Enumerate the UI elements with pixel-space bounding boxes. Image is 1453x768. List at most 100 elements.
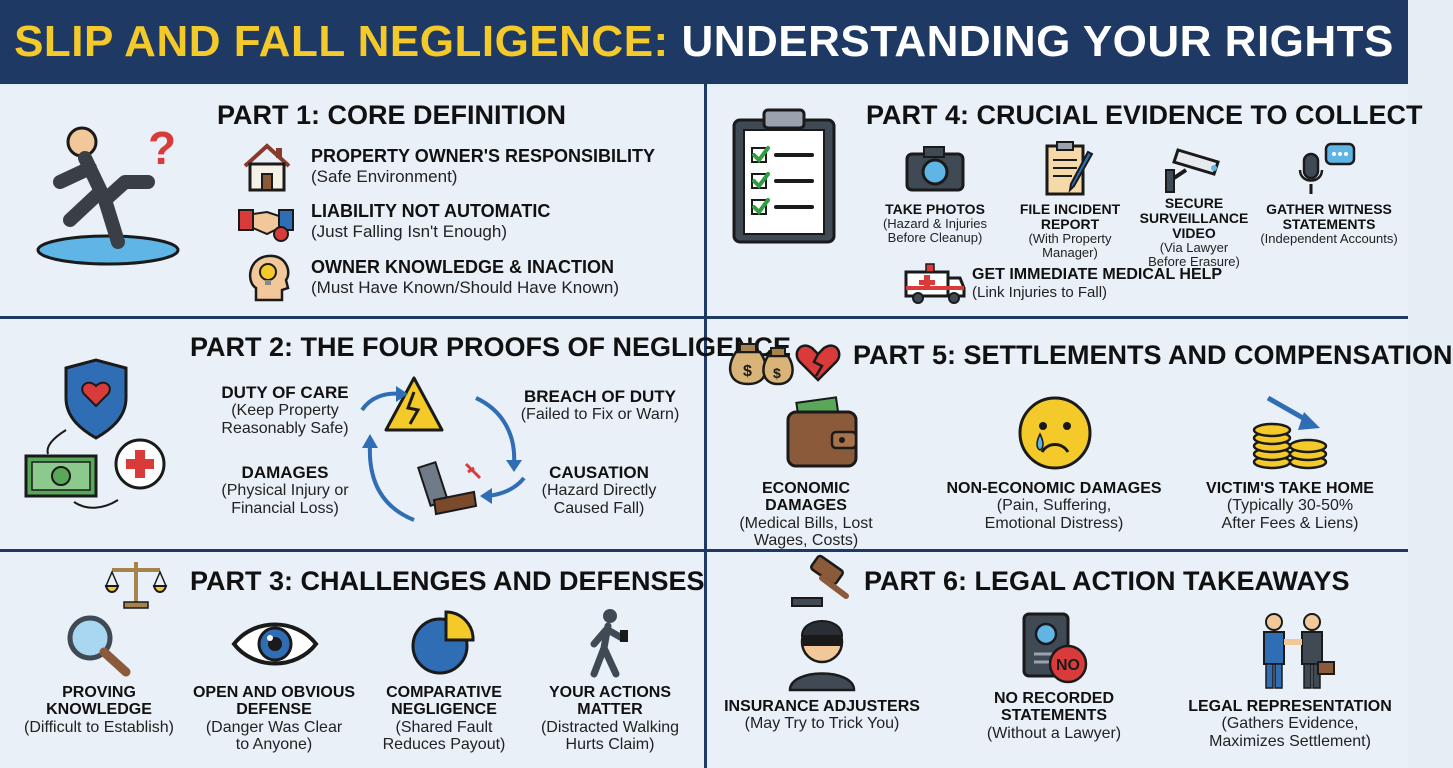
- part1-title: PART 1: CORE DEFINITION: [217, 100, 567, 130]
- part4-item-report: FILE INCIDENT REPORT (With Property Mana…: [1005, 201, 1135, 261]
- part1-item-2-heading: LIABILITY NOT AUTOMATIC: [311, 201, 551, 221]
- negligence-cycle-diagram: [356, 368, 532, 528]
- part5-item-economic-sub: (Medical Bills, Lost Wages, Costs): [739, 514, 873, 549]
- proof-causation-heading: CAUSATION: [549, 463, 649, 482]
- part1-item-1-heading: PROPERTY OWNER'S RESPONSIBILITY: [311, 146, 655, 166]
- part4-title: PART 4: CRUCIAL EVIDENCE TO COLLECT: [866, 100, 1423, 130]
- part3-item-openobvious-sub: (Danger Was Clear to Anyone): [205, 718, 343, 753]
- part4-item-witness-sub: (Independent Accounts): [1260, 231, 1398, 247]
- part4-item-witness-heading: GATHER WITNESS STATEMENTS: [1266, 201, 1392, 233]
- part5-item-noneconomic: NON-ECONOMIC DAMAGES (Pain, Suffering, E…: [944, 480, 1164, 532]
- gavel-icon: [790, 554, 854, 608]
- part3-item-actions-sub: (Distracted Walking Hurts Claim): [540, 718, 680, 753]
- svg-text:$: $: [773, 365, 781, 381]
- part5-item-takehome: VICTIM'S TAKE HOME (Typically 30-50% Aft…: [1200, 480, 1380, 532]
- part1-item-3: OWNER KNOWLEDGE & INACTION (Must Have Kn…: [311, 257, 619, 298]
- part2-title: PART 2: THE FOUR PROOFS OF NEGLIGENCE: [190, 332, 792, 362]
- no-recorder-icon: NO: [1020, 612, 1090, 686]
- proof-causation-sub: (Hazard Directly Caused Fall): [541, 482, 657, 517]
- proof-breach-heading: BREACH OF DUTY: [523, 387, 677, 406]
- part3-item-knowledge: PROVING KNOWLEDGE (Difficult to Establis…: [14, 684, 184, 736]
- part5-item-economic: ECONOMIC DAMAGES (Medical Bills, Lost Wa…: [726, 480, 886, 549]
- proof-damages-sub: (Physical Injury or Financial Loss): [221, 482, 349, 517]
- wallet-icon: [784, 396, 860, 472]
- part4-item-video: SECURE SURVEILLANCE VIDEO (Via Lawyer Be…: [1128, 195, 1260, 270]
- magnifier-icon: [64, 612, 134, 678]
- part4-item-video-heading: SECURE SURVEILLANCE VIDEO: [1139, 195, 1249, 242]
- duty-cycle-illustration: [22, 358, 172, 520]
- proof-breach: BREACH OF DUTY (Failed to Fix or Warn): [510, 387, 690, 424]
- part3-item-knowledge-sub: (Difficult to Establish): [24, 718, 174, 736]
- proof-duty: DUTY OF CARE (Keep Property Reasonably S…: [200, 383, 370, 437]
- part3-item-comparative-heading: COMPARATIVE NEGLIGENCE: [386, 684, 502, 719]
- no-badge-text: NO: [1056, 657, 1080, 674]
- proof-causation: CAUSATION (Hazard Directly Caused Fall): [516, 463, 682, 517]
- part3-item-comparative: COMPARATIVE NEGLIGENCE (Shared Fault Red…: [370, 684, 518, 753]
- part3-item-actions-heading: YOUR ACTIONS MATTER: [548, 684, 672, 719]
- part4-item-photos-sub: (Hazard & Injuries Before Cleanup): [882, 216, 988, 246]
- part3-title: PART 3: CHALLENGES AND DEFENSES: [190, 566, 705, 596]
- part1-item-3-heading: OWNER KNOWLEDGE & INACTION: [311, 257, 614, 277]
- part5-item-takehome-sub: (Typically 30-50% After Fees & Liens): [1221, 497, 1359, 532]
- part3-item-knowledge-heading: PROVING KNOWLEDGE: [46, 684, 152, 719]
- svg-text:?: ?: [148, 122, 176, 174]
- divider-vertical: [704, 84, 707, 768]
- part5-title: PART 5: SETTLEMENTS AND COMPENSATION: [853, 340, 1453, 370]
- part6-item-adjusters: INSURANCE ADJUSTERS (May Try to Trick Yo…: [722, 698, 922, 733]
- scales-icon: [104, 558, 168, 610]
- part3-item-openobvious: OPEN AND OBVIOUS DEFENSE (Danger Was Cle…: [188, 684, 360, 753]
- eye-icon: [230, 616, 320, 672]
- walking-person-icon: [584, 608, 634, 678]
- microphone-icon: [1296, 142, 1358, 196]
- part1-item-1: PROPERTY OWNER'S RESPONSIBILITY (Safe En…: [311, 146, 655, 187]
- part3-item-comparative-sub: (Shared Fault Reduces Payout): [382, 718, 506, 753]
- part4-item-medical: GET IMMEDIATE MEDICAL HELP (Link Injurie…: [972, 266, 1222, 301]
- handshake-people-icon: [1254, 610, 1335, 690]
- report-icon: [1044, 140, 1096, 198]
- part6-item-adjusters-sub: (May Try to Trick You): [744, 715, 900, 733]
- panel-part2: [0, 319, 704, 549]
- lightbulb-head-icon: [244, 250, 294, 302]
- part5-item-takehome-heading: VICTIM'S TAKE HOME: [1206, 480, 1374, 497]
- title-highlight: SLIP AND FALL NEGLIGENCE:: [14, 17, 669, 66]
- panel-part1: [0, 86, 704, 316]
- divider-h1: [0, 316, 1408, 319]
- part6-item-norecorded-sub: (Without a Lawyer): [986, 724, 1122, 742]
- ambulance-icon: [904, 262, 966, 304]
- part4-item-medical-sub: (Link Injuries to Fall): [972, 284, 1108, 301]
- money-bags-heart-icon: $ $: [726, 332, 846, 388]
- part5-item-economic-heading: ECONOMIC DAMAGES: [762, 480, 850, 515]
- page-header: SLIP AND FALL NEGLIGENCE: UNDERSTANDING …: [0, 0, 1408, 84]
- security-camera-icon: [1164, 140, 1224, 194]
- part3-item-openobvious-heading: OPEN AND OBVIOUS DEFENSE: [192, 684, 356, 719]
- part4-item-video-sub: (Via Lawyer Before Erasure): [1148, 240, 1240, 270]
- divider-h2: [0, 549, 1408, 552]
- part4-item-report-sub: (With Property Manager): [1028, 231, 1112, 261]
- part4-item-medical-heading: GET IMMEDIATE MEDICAL HELP: [972, 266, 1223, 283]
- masked-person-icon: [784, 612, 860, 692]
- proof-damages: DAMAGES (Physical Injury or Financial Lo…: [200, 463, 370, 517]
- part5-item-noneconomic-sub: (Pain, Suffering, Emotional Distress): [984, 497, 1124, 532]
- title-rest: UNDERSTANDING YOUR RIGHTS: [681, 17, 1394, 66]
- proof-duty-sub: (Keep Property Reasonably Safe): [221, 402, 349, 437]
- part3-item-actions: YOUR ACTIONS MATTER (Distracted Walking …: [532, 684, 688, 753]
- part1-item-3-sub: (Must Have Known/Should Have Known): [311, 278, 620, 297]
- svg-text:$: $: [743, 363, 752, 380]
- page-title: SLIP AND FALL NEGLIGENCE: UNDERSTANDING …: [14, 17, 1394, 67]
- slipping-person-icon: ?: [30, 112, 190, 272]
- part6-title: PART 6: LEGAL ACTION TAKEAWAYS: [864, 566, 1350, 596]
- pie-chart-icon: [410, 610, 476, 676]
- proof-duty-heading: DUTY OF CARE: [221, 383, 349, 402]
- handshake-icon: [237, 200, 295, 244]
- sad-face-icon: [1016, 394, 1094, 472]
- proof-breach-sub: (Failed to Fix or Warn): [520, 406, 680, 424]
- clipboard-checklist-icon: [730, 104, 838, 246]
- part1-item-1-sub: (Safe Environment): [311, 167, 458, 186]
- part4-item-report-heading: FILE INCIDENT REPORT: [1019, 201, 1121, 233]
- part6-item-representation: LEGAL REPRESENTATION (Gathers Evidence, …: [1188, 698, 1392, 750]
- proof-damages-heading: DAMAGES: [241, 463, 329, 482]
- part1-item-2-sub: (Just Falling Isn't Enough): [311, 222, 508, 241]
- part6-item-representation-heading: LEGAL REPRESENTATION: [1188, 698, 1392, 715]
- part4-item-witness: GATHER WITNESS STATEMENTS (Independent A…: [1254, 201, 1404, 247]
- camera-icon: [904, 144, 966, 194]
